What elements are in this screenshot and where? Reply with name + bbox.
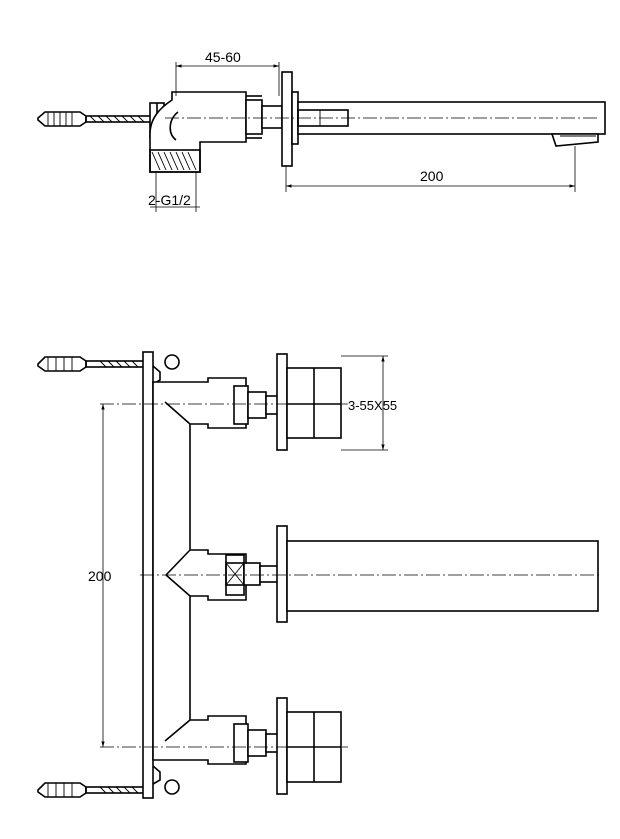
anchor-screw-side (37, 111, 152, 127)
elbow-body-side (149, 91, 283, 173)
dimension-spacing-200: 200 (88, 404, 112, 747)
spout-side (297, 101, 606, 147)
anchor-screw-top (37, 354, 180, 372)
dim-top-label: 45-60 (205, 49, 241, 65)
dimension-length-200: 200 (285, 146, 576, 192)
wall-flange-side (281, 71, 299, 167)
dimension-45-60: 45-60 (175, 49, 280, 96)
front-view: 3-55X55 200 (37, 351, 600, 799)
valve-top (233, 353, 342, 451)
dimension-handle: 3-55X55 (341, 355, 397, 451)
spout-front (225, 525, 599, 623)
anchor-screw-bottom (37, 779, 180, 798)
thread-label: 2-G1/2 (148, 192, 191, 208)
dim-length-label: 200 (420, 168, 444, 184)
spacing-dim-label: 200 (88, 568, 112, 584)
valve-bottom (233, 697, 342, 795)
dimension-thread: 2-G1/2 (148, 172, 200, 212)
manifold-body-front (152, 377, 247, 765)
handle-dim-label: 3-55X55 (348, 398, 397, 413)
side-view: 45-60 200 2-G1/2 (37, 49, 606, 212)
